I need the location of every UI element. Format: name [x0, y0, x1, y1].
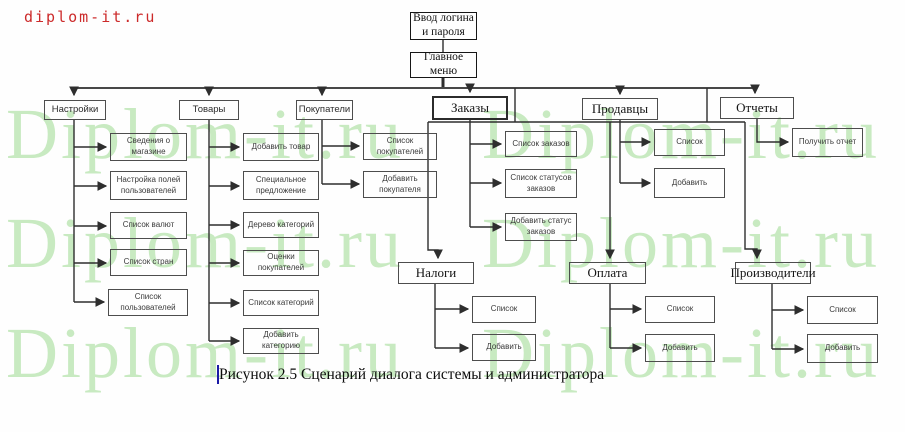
node-label: Товары	[192, 103, 226, 115]
node-label: Список	[676, 137, 703, 147]
node-ocenki-pokupatelej[interactable]: Оценки покупателей	[243, 250, 319, 276]
node-derevo-kategorij[interactable]: Дерево категорий	[243, 212, 319, 238]
node-label: Добавить	[662, 342, 698, 352]
node-label: Список стран	[123, 257, 174, 267]
node-oplata-spisok[interactable]: Список	[645, 296, 715, 323]
node-label: Список покупателей	[376, 135, 424, 156]
node-spisok-valyut[interactable]: Список валют	[110, 212, 187, 239]
node-poluchit-otchet[interactable]: Получить отчет	[792, 128, 863, 157]
node-label: Настройки	[51, 103, 99, 115]
edge-to-nalogi	[427, 122, 443, 260]
node-nastrojki[interactable]: Настройки	[44, 100, 106, 120]
node-label: Главное	[423, 51, 464, 64]
node-label: Добавить	[671, 177, 708, 187]
edge-to-proizvoditeli	[744, 122, 762, 260]
node-proizvoditeli-spisok[interactable]: Список	[807, 296, 878, 324]
figure-caption[interactable]: Рисунок 2.5 Сценарий диалога системы и а…	[219, 366, 605, 383]
node-label: и пароля	[422, 26, 465, 38]
node-label: Список валют	[122, 220, 175, 230]
node-pokupateli[interactable]: Покупатели	[296, 100, 353, 120]
site-url-link[interactable]: diplom-it.ru	[24, 8, 157, 26]
node-label: Добавить	[824, 343, 861, 353]
node-prodavcy[interactable]: Продавцы	[582, 98, 658, 120]
node-label: Список	[829, 304, 856, 314]
node-label: пользователей	[120, 185, 177, 195]
node-label: Список	[666, 304, 694, 314]
node-label: Добавить	[486, 342, 522, 352]
node-label: Покупатели	[298, 103, 351, 115]
node-prodavcy-dobavit[interactable]: Добавить	[654, 168, 725, 198]
node-label: Список пользователей	[120, 291, 176, 312]
node-label: заказов	[526, 227, 556, 236]
node-label: предложение	[256, 185, 306, 195]
node-label: Список заказов	[512, 138, 570, 148]
node-label: меню	[429, 65, 458, 77]
node-label: Налоги	[415, 265, 457, 281]
node-label: Список статусов	[510, 172, 572, 182]
node-label: Продавцы	[591, 101, 649, 117]
node-nalogi-dobavit[interactable]: Добавить	[472, 334, 536, 361]
node-label: заказов	[526, 183, 556, 193]
node-svedeniya-o-magazine[interactable]: Сведения о магазине	[110, 133, 187, 161]
edge-otchety-c1	[756, 119, 790, 147]
node-oplata-dobavit[interactable]: Добавить	[645, 334, 715, 362]
text-caret	[217, 365, 219, 384]
node-label: Добавить категорию	[261, 330, 301, 350]
node-label: Оценки покупателей	[257, 252, 305, 272]
node-label: Заказы	[450, 100, 490, 116]
node-spisok-stran[interactable]: Список стран	[110, 249, 187, 276]
node-nalogi-spisok[interactable]: Список	[472, 296, 536, 323]
node-label: Оплата	[587, 265, 628, 281]
node-spisok-kategorij[interactable]: Список категорий	[243, 290, 319, 316]
node-proizvoditeli[interactable]: Производители	[730, 262, 816, 284]
node-label: Добавить товар	[251, 141, 311, 151]
node-tovary[interactable]: Товары	[179, 100, 239, 120]
node-label: Производители	[730, 265, 816, 281]
node-otchety[interactable]: Отчеты	[720, 97, 794, 119]
node-label: Список	[490, 304, 518, 314]
node-nalogi[interactable]: Налоги	[398, 262, 474, 284]
node-spisok-zakazov[interactable]: Список заказов	[505, 131, 577, 157]
node-label: Сведения о магазине	[126, 136, 171, 156]
node-label: Ввод логина	[413, 12, 474, 25]
node-label: Получить отчет	[798, 137, 857, 147]
node-prodavcy-spisok[interactable]: Список	[654, 129, 725, 156]
node-label: Настройка полей	[116, 174, 181, 184]
node-oplata[interactable]: Оплата	[569, 262, 646, 284]
node-zakazy[interactable]: Заказы	[432, 96, 508, 120]
node-label: Список категорий	[248, 297, 314, 307]
node-spisok-polzovatelej[interactable]: Список пользователей	[108, 289, 188, 316]
node-label: Дерево категорий	[247, 219, 315, 229]
node-spisok-pokupatelej[interactable]: Список покупателей	[363, 133, 437, 160]
node-label: Специальное	[255, 174, 307, 184]
node-label: Отчеты	[736, 100, 778, 116]
node-label: Добавить статус	[510, 216, 572, 226]
node-dobavit-tovar[interactable]: Добавить товар	[243, 133, 319, 161]
node-proizvoditeli-dobavit[interactable]: Добавить	[807, 334, 878, 363]
node-label: Добавить покупателя	[379, 173, 421, 194]
node-dobavit-pokupatelya[interactable]: Добавить покупателя	[363, 171, 437, 198]
node-dobavit-kategoriyu[interactable]: Добавить категорию	[243, 328, 319, 354]
